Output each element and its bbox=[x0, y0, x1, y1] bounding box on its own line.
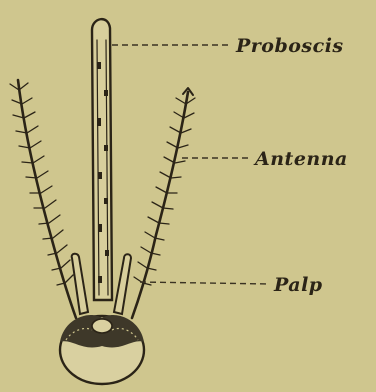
left-antenna bbox=[10, 80, 76, 318]
palp-label: Palp bbox=[273, 274, 323, 296]
proboscis bbox=[92, 19, 112, 300]
left-antenna-whorls bbox=[10, 83, 73, 285]
palp-leader bbox=[140, 282, 270, 284]
head-capsule bbox=[60, 315, 144, 384]
proboscis-label: Proboscis bbox=[235, 35, 344, 57]
right-antenna bbox=[132, 88, 195, 318]
right-antenna-whorls bbox=[134, 98, 195, 285]
antenna-label: Antenna bbox=[253, 148, 348, 170]
